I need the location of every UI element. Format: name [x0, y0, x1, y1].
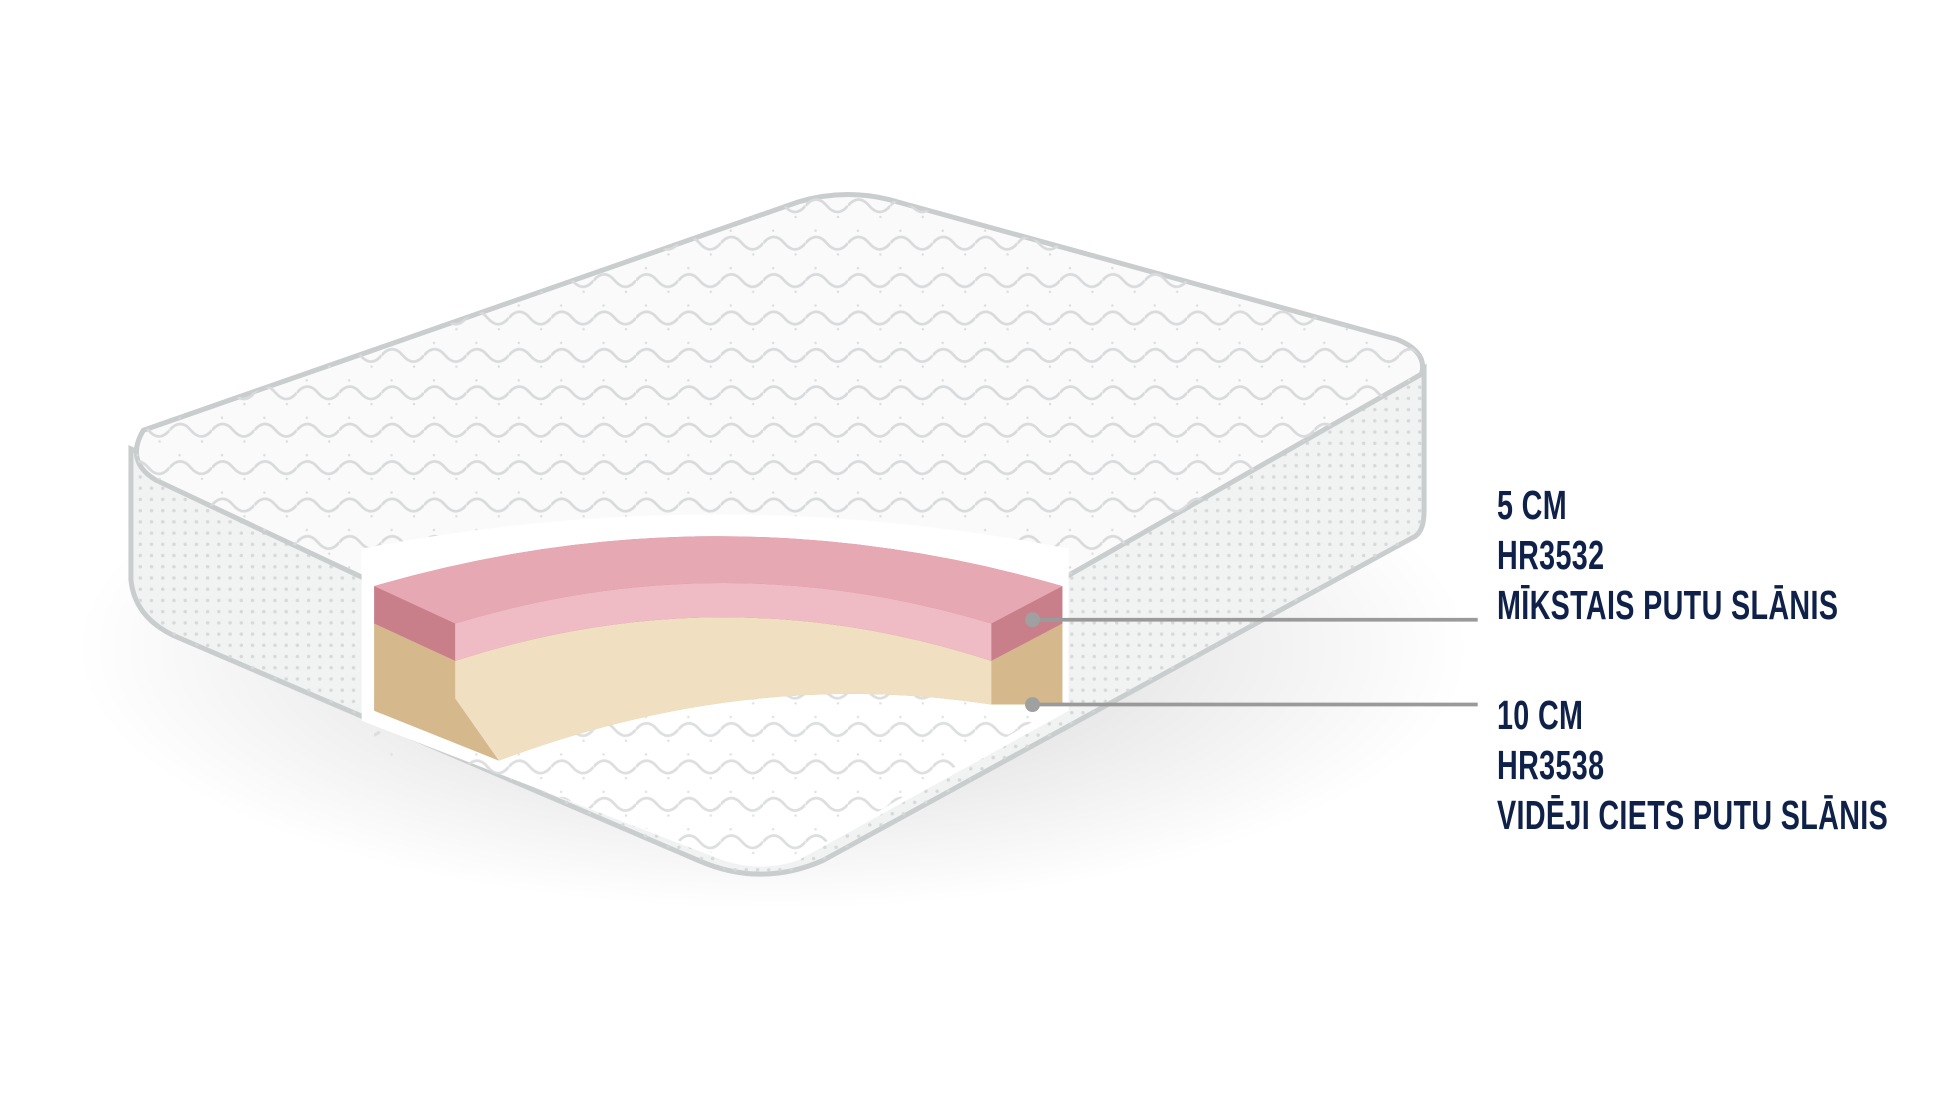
soft-layer-label: 5 CM HR3532 MĪKSTAIS PUTU SLĀNIS: [1497, 480, 1838, 630]
leader-dot-soft: [1025, 612, 1040, 628]
soft-layer-thickness: 5 CM: [1497, 482, 1567, 528]
firm-layer-description: VIDĒJI CIETS PUTU SLĀNIS: [1497, 792, 1889, 838]
firm-layer-code: HR3538: [1497, 742, 1605, 788]
leader-dot-firm: [1025, 697, 1040, 713]
firm-layer-thickness: 10 CM: [1497, 692, 1584, 738]
soft-layer-description: MĪKSTAIS PUTU SLĀNIS: [1497, 582, 1839, 628]
firm-layer-label: 10 CM HR3538 VIDĒJI CIETS PUTU SLĀNIS: [1497, 690, 1888, 840]
soft-layer-code: HR3532: [1497, 532, 1605, 578]
